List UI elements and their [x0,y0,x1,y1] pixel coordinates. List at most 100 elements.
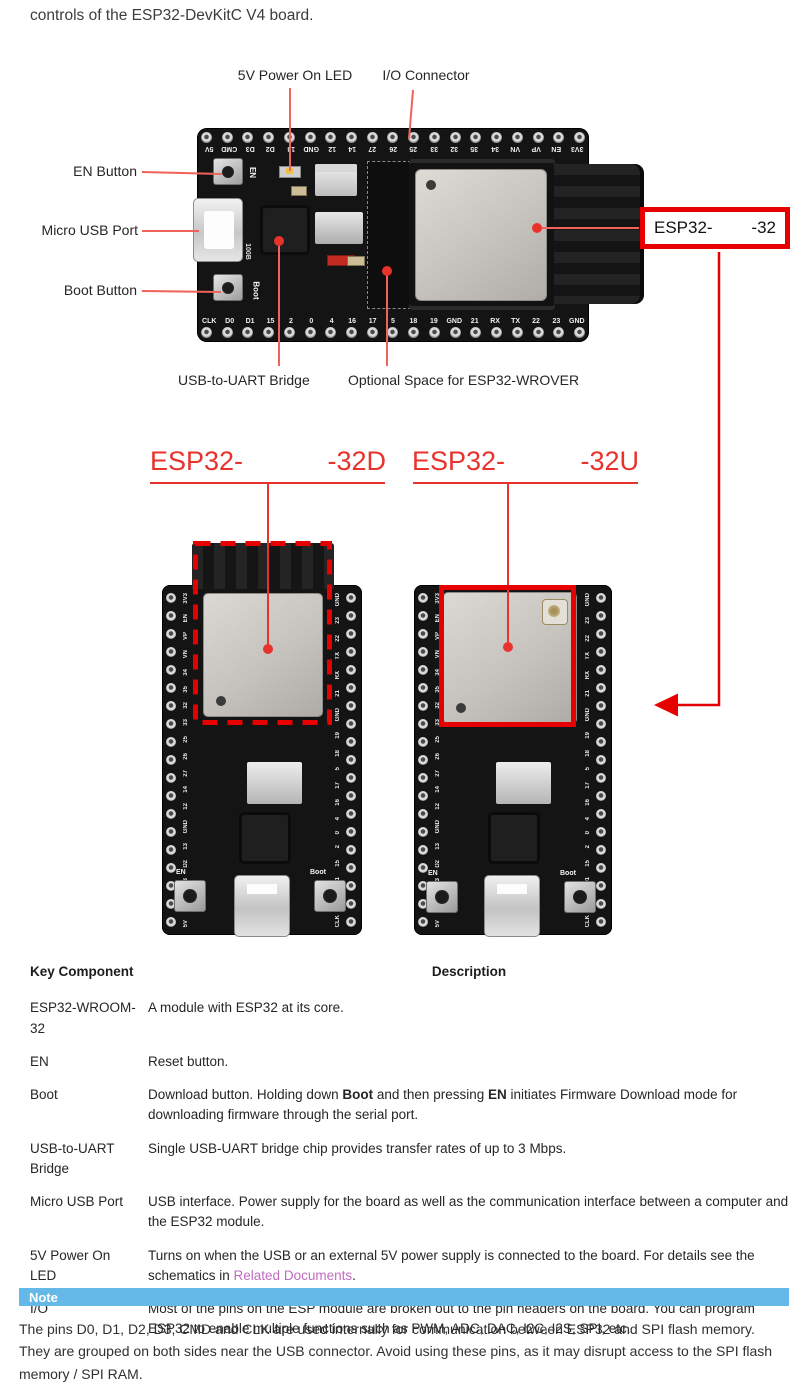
pin-label: TX [585,652,591,661]
usb-uart-chip [242,815,288,861]
en-button-component [213,158,243,185]
pin-label: 22 [585,634,591,642]
heading-suffix: -32U [580,446,639,476]
header-description: Description [431,964,507,979]
pin-label: CMD [221,145,238,152]
pin-label: 27 [368,145,377,152]
regulator-component [247,762,302,804]
pin [346,899,356,909]
pin-label: 25 [183,736,189,743]
pin [553,132,565,143]
pin [325,132,337,143]
antenna [192,543,334,589]
pin [418,719,428,729]
boot-silkscreen: Boot [310,869,326,876]
pin-label: 34 [491,145,500,152]
pin-label: 13 [287,145,295,152]
esp32-module [409,159,644,310]
pin-label: 4 [335,816,341,821]
pin-label: D0 [225,318,235,325]
pin [596,647,606,657]
pin [346,647,356,657]
module-shield [443,592,577,724]
esp32-wroom-32d-module [192,543,334,721]
pin [263,132,275,143]
pin-label: 19 [335,732,341,739]
pin-label: 2 [335,845,341,849]
pin [449,132,461,143]
pin-label: 26 [183,752,189,760]
pin-label: VP [183,632,189,641]
heading-prefix: ESP32- [150,446,244,476]
pin-label: 12 [327,145,336,152]
pin-label: GND [435,820,441,834]
boot-silkscreen: Boot [560,870,576,877]
pin-column-right [596,593,608,927]
wrover-optional-space [367,161,411,309]
pin-label: TX [511,318,521,325]
pin-label: 17 [368,318,377,325]
pin [346,719,356,729]
esp32-wroom-32u-module [439,588,581,728]
micro-usb-connector [234,875,290,937]
pin-label: 19 [429,318,438,325]
component-cell: 5V Power On LED [30,1247,111,1283]
pin-label: EN [551,145,562,152]
pin [166,899,176,909]
pin-label: 26 [435,752,441,760]
pin-label: 23 [585,617,591,624]
pin [166,917,176,927]
heading-prefix: ESP32- [412,446,506,476]
pin-label: 14 [435,786,441,794]
pin-label: 21 [470,318,479,325]
pin [166,809,176,819]
pin-label: GND [303,145,320,152]
callout-boot-button: Boot Button [63,282,137,298]
pin-label: 0 [335,831,341,835]
pin-label: RX [335,671,341,680]
heading-esp32-32u: ESP32- -32U [412,446,639,477]
pin-label: 33 [183,719,189,726]
pin-label: TX [335,652,341,661]
pin-label: 27 [183,769,189,777]
pin-label: 21 [335,690,341,698]
pin-label: 27 [435,769,441,777]
pin [596,881,606,891]
pin [418,881,428,891]
component-cell: EN [30,1053,49,1069]
pin-label: 33 [429,145,438,152]
boot-button-component [213,274,243,301]
pin [346,683,356,693]
pin-label: GND [446,318,463,325]
description-text: Turns on when the USB or an external 5V … [148,1247,755,1283]
pin [346,809,356,819]
related-documents-link[interactable]: Related Documents [233,1267,353,1283]
pin-label: 12 [435,803,441,810]
pin [387,327,399,338]
boot-button-component [564,881,596,913]
pin-label: GND [585,593,591,607]
pin [418,737,428,747]
pin [366,327,378,338]
pin [346,881,356,891]
pin [263,327,275,338]
pin [573,327,585,338]
pin [283,132,295,143]
callout-io-connector: I/O Connector [382,67,470,83]
description-cell: Turns on when the USB or an external 5V … [148,1246,790,1287]
pin-label: 4 [329,318,334,325]
pin-label: 22 [335,634,341,642]
pin [166,701,176,711]
note-title: Note [29,1289,58,1305]
heading-esp32-32d: ESP32- -32D [150,446,386,477]
pin [596,845,606,855]
power-led-component [279,166,301,178]
pin [166,755,176,765]
pin [418,917,428,927]
pin-label: 18 [409,318,418,325]
pin-label: 23 [552,318,561,325]
